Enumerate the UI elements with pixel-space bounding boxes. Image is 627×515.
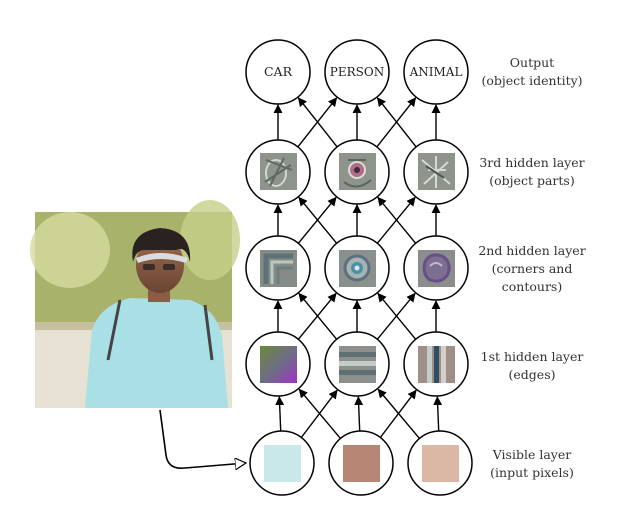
hidden1-layer-subtitle: (edges) [508,367,556,382]
input-pixel-2 [343,445,380,482]
output-layer-subtitle: (object identity) [481,73,583,88]
hidden3-layer-subtitle: (object parts) [489,173,575,188]
edge-hidden2-3-to-hidden3-2 [377,196,417,244]
circle-contour-feature-icon [339,250,376,287]
input-pixel-1 [264,445,301,482]
corner-feature-icon [260,250,297,287]
face-part-feature-icon [339,153,376,190]
output-node-car [245,39,311,105]
blob-contour-feature-icon [418,250,455,287]
edge-visible-1-to-hidden1-1 [275,396,285,432]
output-label-person: PERSON [330,65,384,79]
output-label-animal: ANIMAL [409,65,463,79]
edge-hidden3-3-to-output-2 [376,97,417,148]
edge-hidden3-2-to-output-1 [297,97,338,148]
edge-visible-3-to-hidden1-2 [377,388,420,439]
limb-part-feature-icon [418,153,455,190]
output-label-car: CAR [264,64,293,79]
hidden2-layer-subtitle-1: (corners and [491,261,573,276]
edge-visible-2-to-hidden1-1 [298,388,341,439]
wheel-part-feature-icon [260,153,297,190]
output-layer-title: Output [509,55,555,70]
diagonal-gradient-feature-icon [260,346,297,383]
input-pixel-3 [422,445,459,482]
hidden3-layer-label: 3rd hidden layer (object parts) [452,154,612,190]
hidden2-layer-label: 2nd hidden layer (corners and contours) [452,242,612,296]
edge-hidden2-2-to-hidden3-1 [298,196,338,244]
connections [273,97,443,439]
photo-to-input-arrow [159,409,246,468]
edge-hidden1-2-to-hidden2-1 [298,292,338,340]
output-node-animal [403,39,469,105]
hidden2-layer-title: 2nd hidden layer [478,243,586,258]
output-node-person [324,39,390,105]
hidden1-layer-title: 1st hidden layer [480,349,584,364]
output-layer-label: Output (object identity) [452,54,612,90]
edge-hidden1-3-to-hidden2-2 [377,292,417,340]
visible-layer-label: Visible layer (input pixels) [452,446,612,482]
edge-visible-2-to-hidden1-2 [354,396,364,432]
hidden2-layer-subtitle-2: contours) [501,279,563,294]
woman-photo-icon [30,200,240,408]
vertical-stripes-feature-icon [418,346,455,383]
visible-layer-subtitle: (input pixels) [490,465,574,480]
edge-visible-3-to-hidden1-3 [433,396,443,432]
visible-layer-title: Visible layer [492,447,572,462]
hidden1-layer-label: 1st hidden layer (edges) [452,348,612,384]
horizontal-stripes-feature-icon [339,346,376,383]
hidden3-layer-title: 3rd hidden layer [479,155,585,170]
